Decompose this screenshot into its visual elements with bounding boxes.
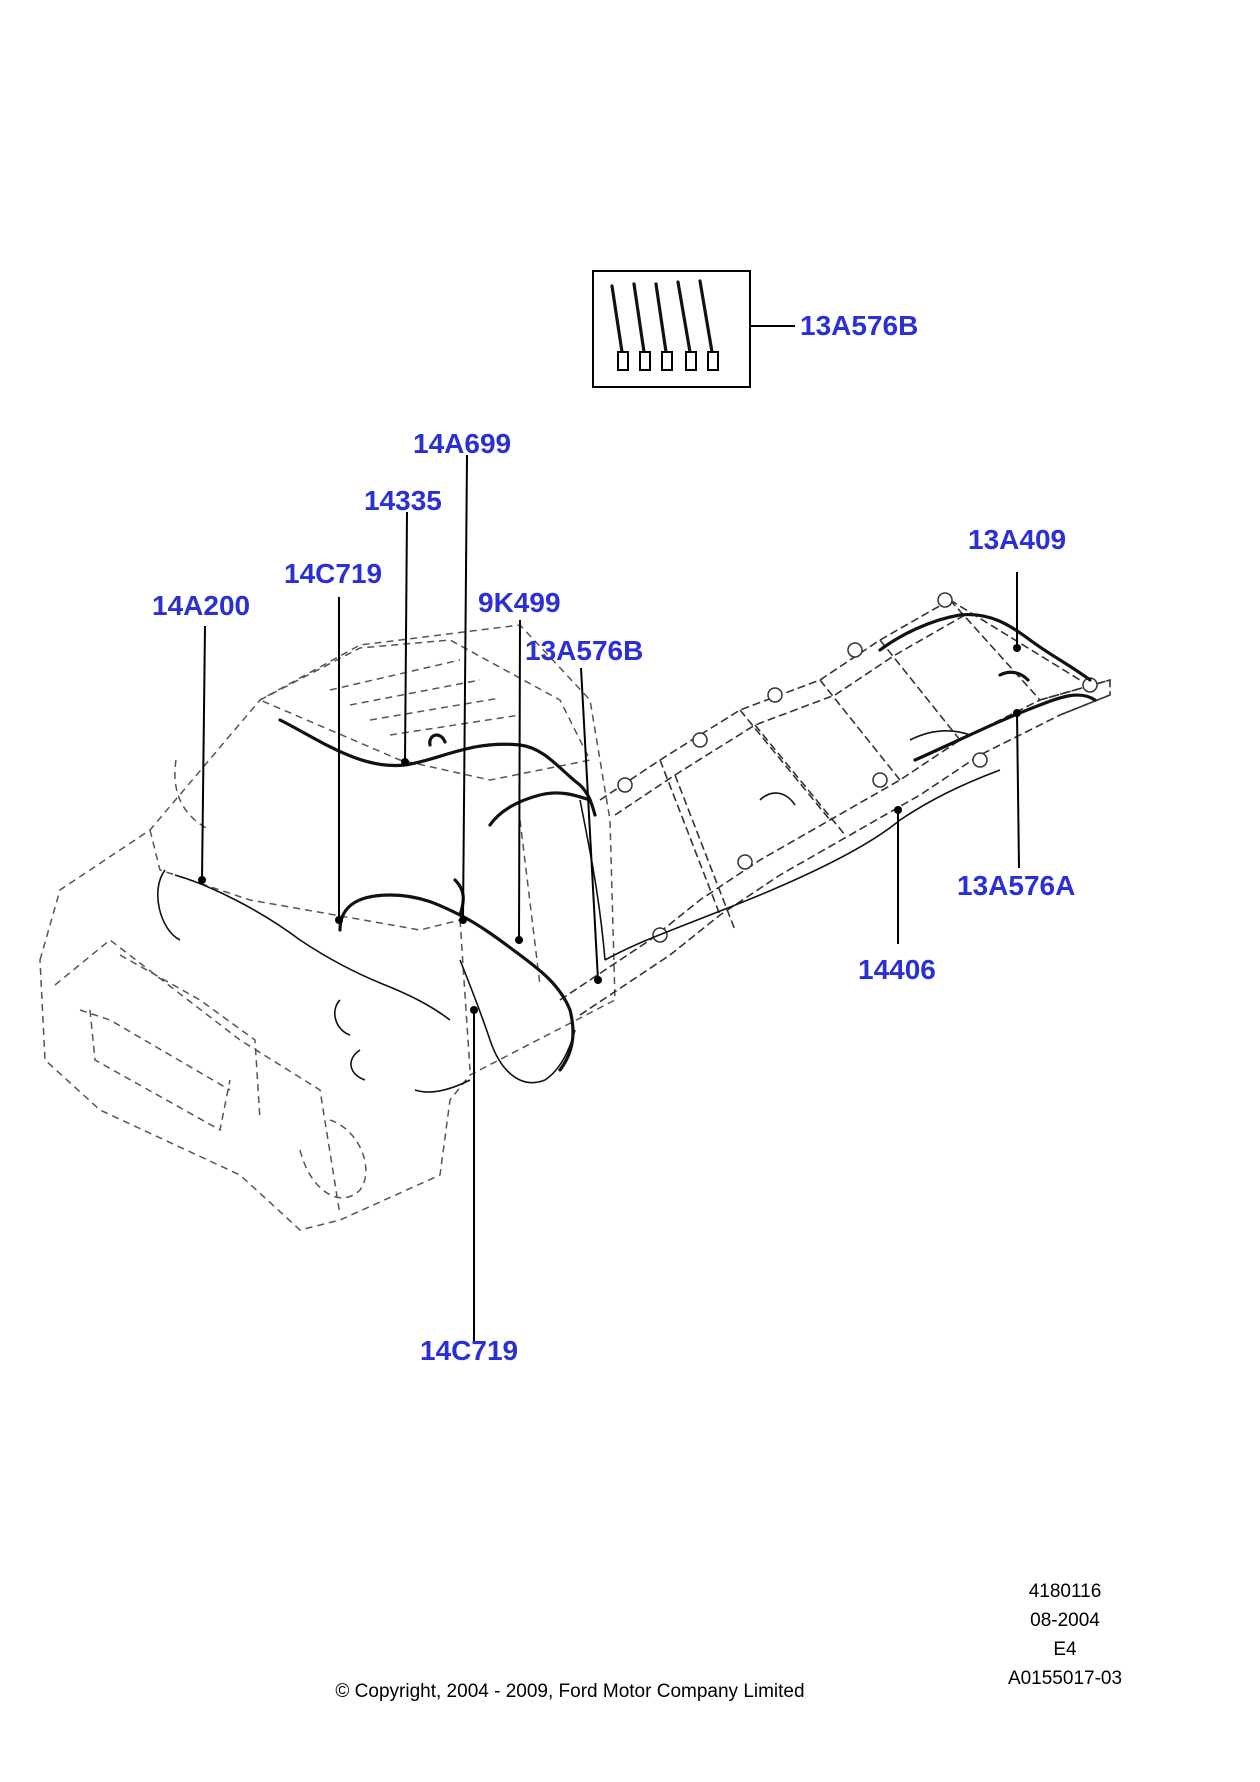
leader-lines <box>198 454 1021 1342</box>
copyright-notice: © Copyright, 2004 - 2009, Ford Motor Com… <box>335 1681 805 1702</box>
callout-14406: 14406 <box>858 954 936 985</box>
illustration-code: E4 <box>1053 1639 1077 1660</box>
callout-14C719-top: 14C719 <box>284 558 382 589</box>
pigtail-connectors-illustration <box>610 279 719 371</box>
callout-13A576B: 13A576B <box>525 635 643 666</box>
callout-9K499: 9K499 <box>478 587 561 618</box>
inset-connector-kit <box>592 270 795 388</box>
illustration-date: 08-2004 <box>1030 1610 1100 1631</box>
callout-labels: 13A576B 14A699 14335 14C719 14A200 9K499… <box>152 310 1075 1366</box>
callout-13A576A: 13A576A <box>957 870 1075 901</box>
wiring-harnesses <box>157 612 1097 1093</box>
callout-13A576B-inset: 13A576B <box>800 310 918 341</box>
callout-14C719-bottom: 14C719 <box>420 1335 518 1366</box>
illustration-number: 4180116 <box>1028 1581 1102 1602</box>
callout-14A699: 14A699 <box>413 428 511 459</box>
part-reference: A0155017-03 <box>1007 1668 1123 1689</box>
callout-14A200: 14A200 <box>152 590 250 621</box>
callout-13A409: 13A409 <box>968 524 1066 555</box>
callout-14335: 14335 <box>364 485 442 516</box>
reference-block: 4180116 08-2004 E4 A0155017-03 <box>990 1577 1140 1693</box>
cab-outline <box>39 624 616 1231</box>
